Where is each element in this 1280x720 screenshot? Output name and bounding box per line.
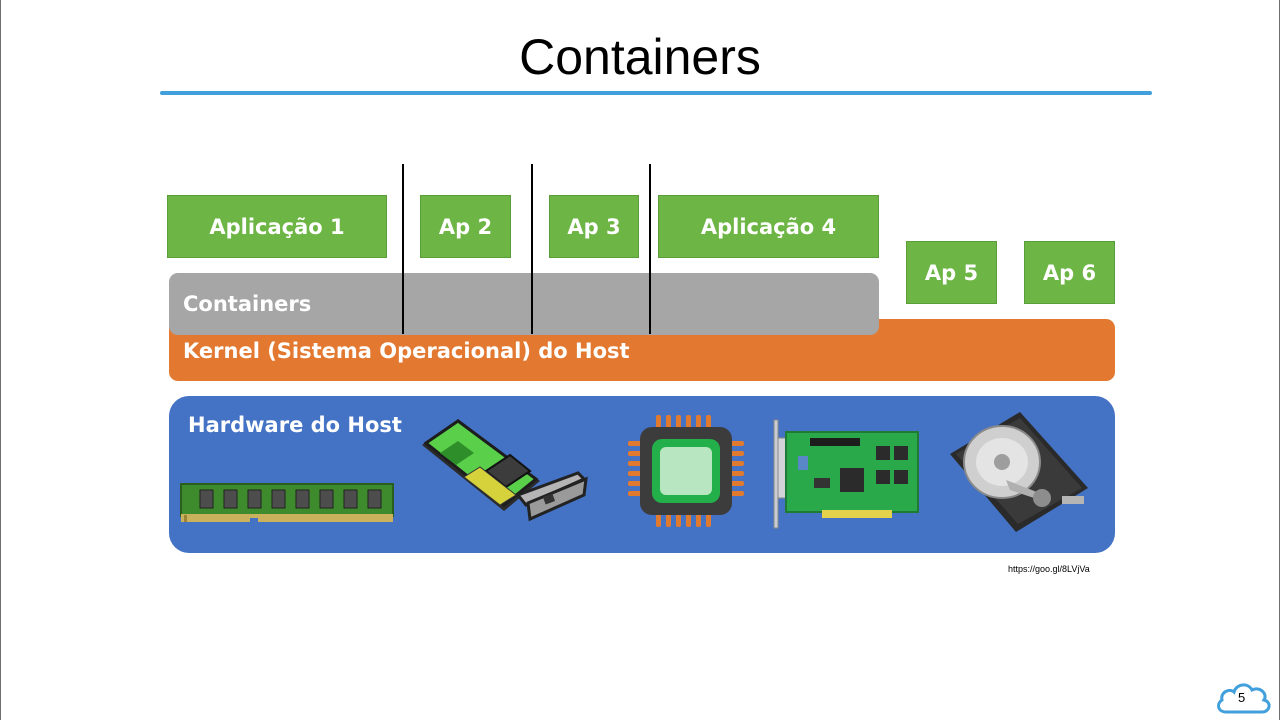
title-underline — [160, 91, 1152, 95]
slide-left-border — [0, 0, 1, 720]
hard-disk-icon — [950, 412, 1088, 532]
container-divider-1 — [402, 164, 404, 334]
hardware-layer-label: Hardware do Host — [188, 413, 402, 437]
app-box-1: Aplicação 1 — [167, 195, 387, 258]
cpu-chip-icon — [628, 415, 744, 527]
container-divider-2 — [531, 164, 533, 334]
containers-layer-overlap — [169, 319, 879, 335]
app-box-6: Ap 6 — [1024, 241, 1115, 304]
cloud-logo-icon — [1217, 683, 1271, 714]
ram-module-icon — [180, 483, 394, 524]
containers-layer-label: Containers — [183, 292, 312, 316]
app-box-3: Ap 3 — [549, 195, 639, 258]
app-box-5: Ap 5 — [906, 241, 997, 304]
network-card-icon — [422, 419, 588, 522]
container-divider-3 — [649, 164, 651, 334]
expansion-card-icon — [773, 419, 919, 529]
source-url: https://goo.gl/8LVjVa — [1008, 564, 1090, 574]
kernel-layer-label: Kernel (Sistema Operacional) do Host — [183, 339, 630, 363]
app-box-2: Ap 2 — [420, 195, 511, 258]
app-box-4: Aplicação 4 — [658, 195, 879, 258]
page-number: 5 — [1238, 690, 1246, 705]
slide-title: Containers — [519, 29, 761, 85]
